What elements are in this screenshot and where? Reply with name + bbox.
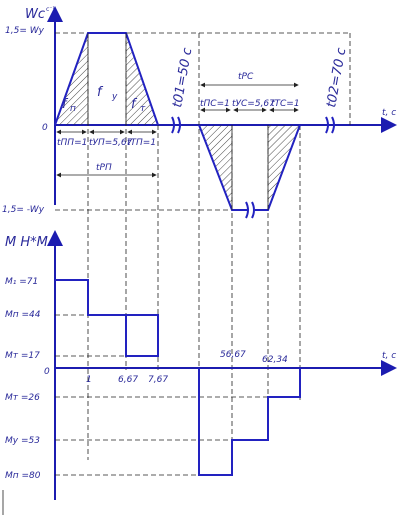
neg-break-mark — [245, 201, 255, 219]
bottom-y-axis-label: M H*M — [5, 235, 48, 250]
m3-label: Mт =17 — [5, 351, 40, 361]
fp-sub: п — [70, 104, 76, 114]
tick-5667: 56,67 — [220, 350, 246, 360]
torque-diagram: M H*M t, c 0 M₁ =71 Mп =44 Mт =17 Mт =26… — [5, 230, 397, 500]
wy-label: 1,5= Wy — [5, 26, 45, 36]
seg-uc-label: tУС=5,67 — [232, 99, 275, 109]
top-t-axis-label: t, c — [382, 108, 396, 118]
axis-break-2 — [325, 116, 335, 134]
t01-label: t01=50 c — [170, 47, 195, 109]
bottom-t-axis-label: t, c — [382, 351, 396, 361]
tick-6234: 62,34 — [262, 355, 288, 365]
neg-wy-label: 1,5= -Wy — [2, 205, 45, 215]
torque-trace-negative — [198, 368, 301, 476]
tick-767: 7,67 — [148, 375, 168, 385]
m6-label: Mп =80 — [5, 471, 41, 481]
ft-sub: т — [140, 104, 146, 114]
tpp-label: tPП — [96, 163, 112, 173]
tick-1: 1 — [86, 375, 92, 385]
seg-pc-label: tПС=1 — [200, 99, 230, 109]
m4-label: Mт =26 — [5, 393, 40, 403]
top-y-axis-label: Wc — [25, 7, 45, 22]
fp-label: f — [62, 97, 69, 112]
seg-up-label: tУП=5,67 — [89, 138, 133, 148]
m1-label: M₁ =71 — [5, 277, 38, 287]
m2-label: Mп =44 — [5, 310, 41, 320]
tick-667: 6,67 — [118, 375, 138, 385]
seg-tp-label: tТП=1 — [127, 138, 156, 148]
seg-pp-label: tПП=1 — [57, 138, 87, 148]
speed-diagram: Wc c⁻¹ 1,5= Wy 1,5= -Wy 0 t, c f п f у f… — [2, 6, 397, 475]
fy-sub: у — [111, 92, 118, 102]
bottom-origin-label: 0 — [44, 367, 50, 377]
torque-trace-positive — [55, 279, 159, 357]
seg-tc-label: tТС=1 — [271, 99, 300, 109]
fy-label: f — [97, 85, 104, 100]
m5-label: Mу =53 — [5, 436, 40, 446]
tpc-label: tPC — [238, 72, 254, 82]
t02-label: t02=70 c — [324, 47, 349, 109]
axis-break-1 — [171, 116, 181, 134]
ft-label: f — [131, 97, 138, 112]
top-origin-label: 0 — [42, 123, 48, 133]
positive-speed-trace — [54, 32, 159, 126]
top-y-axis-unit: c⁻¹ — [46, 6, 55, 13]
